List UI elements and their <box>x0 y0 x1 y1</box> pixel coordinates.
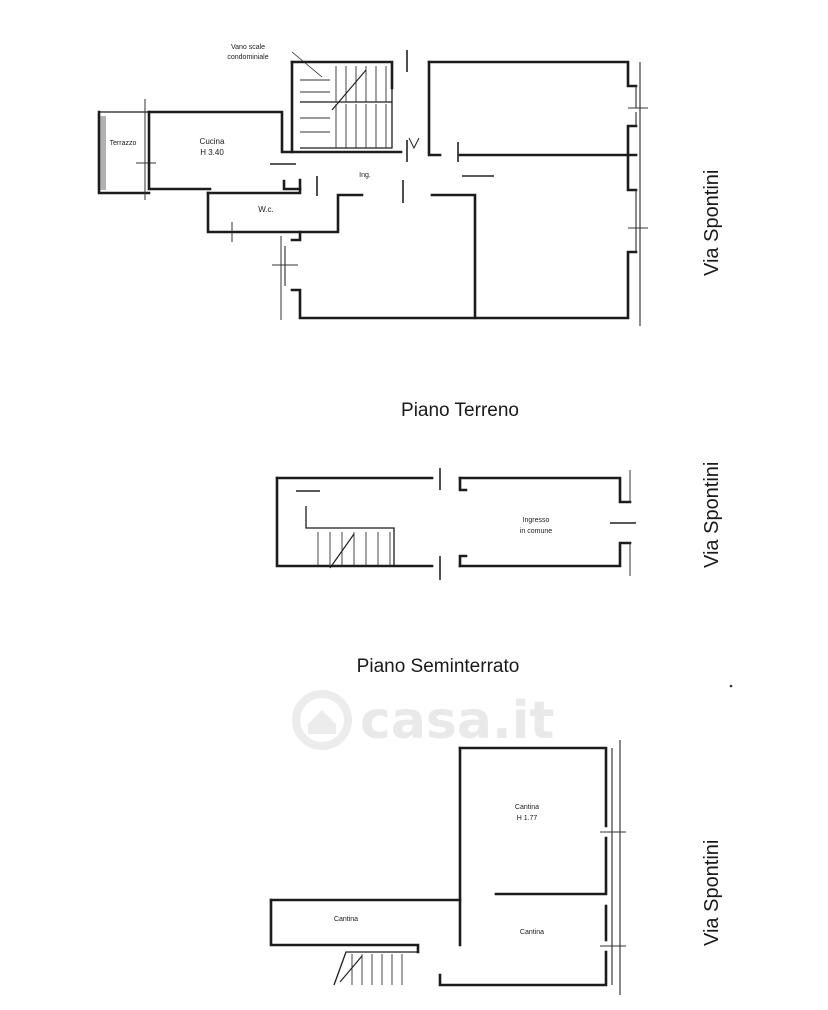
ground-floor-plan: Vano scale condominiale Terrazzo Cucina … <box>97 44 723 421</box>
ground-floor-title: Piano Terreno <box>401 400 519 421</box>
cellar-floor-plan: Cantina H 1.77 Cantina Cantina Via Spont… <box>269 740 723 995</box>
ground-floor-street-label: Via Spontini <box>701 170 723 276</box>
cellar-large-label: Cantina <box>515 804 539 811</box>
wc-label: W.c. <box>258 205 274 214</box>
terrace-label: Terrazzo <box>110 140 137 147</box>
kitchen-height-label: H 3.40 <box>200 148 224 157</box>
cellar-left-label: Cantina <box>334 916 358 923</box>
watermark-home-icon <box>292 690 352 750</box>
stairwell <box>290 51 394 154</box>
street-rooms <box>272 60 648 326</box>
basement-floor-plan: Ingresso in comune Piano Seminterrato Vi… <box>275 462 723 677</box>
terrace <box>97 99 156 200</box>
kitchen <box>147 110 403 191</box>
cellar-right-label: Cantina <box>520 929 544 936</box>
stairwell-label-line2: condominiale <box>227 54 268 61</box>
watermark-text: casa.it <box>360 691 554 751</box>
entrance-label: Ing. <box>359 172 371 179</box>
common-entry-label-line1: Ingresso <box>523 517 550 524</box>
basement-street-label: Via Spontini <box>701 462 723 568</box>
kitchen-label: Cucina <box>200 137 225 146</box>
basement-floor-title: Piano Seminterrato <box>357 656 520 677</box>
common-entry-label-line2: in comune <box>520 528 552 535</box>
wc-room <box>206 176 364 242</box>
watermark: casa.it <box>292 690 554 751</box>
stairwell-label-line1: Vano scale <box>231 44 265 51</box>
entrance-hall <box>402 50 494 320</box>
cellar-street-label: Via Spontini <box>701 840 723 946</box>
cellar-large-height-label: H 1.77 <box>517 815 538 822</box>
